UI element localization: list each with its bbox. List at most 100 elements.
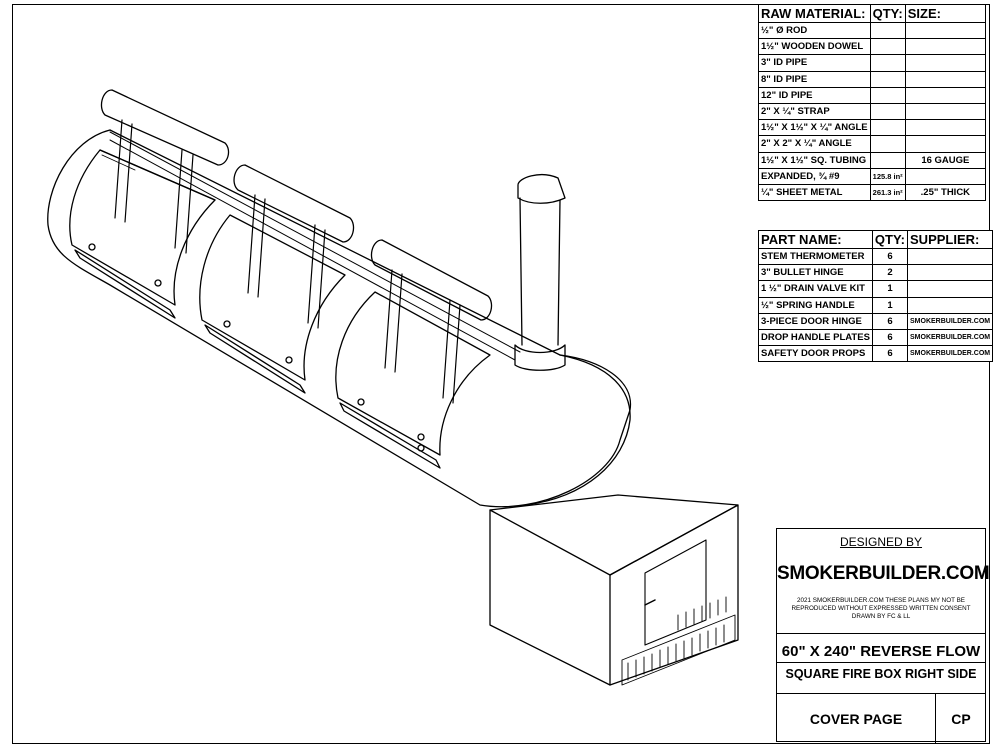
part-supplier: [907, 247, 994, 266]
part-qty: 6: [871, 328, 909, 347]
material-size: [904, 135, 987, 153]
part-qty: 2: [871, 264, 909, 282]
material-size: [904, 38, 987, 56]
material-qty: [869, 151, 906, 169]
table-row: 1½" WOODEN DOWEL: [758, 38, 987, 56]
part-qty-header: QTY:: [871, 230, 909, 249]
table-row: 12" ID PIPE: [758, 86, 987, 104]
divider: [777, 693, 985, 694]
part-supplier: SMOKERBUILDER.COM: [907, 328, 994, 347]
part-qty: 6: [871, 312, 909, 330]
material-name: 8" ID PIPE: [758, 70, 871, 88]
material-size: [904, 54, 987, 72]
material-qty: [869, 70, 906, 88]
material-name: 1½" X 1½" X ¼" ANGLE: [758, 119, 871, 137]
part-name: 1 ½" DRAIN VALVE KIT: [758, 280, 873, 298]
parts-header-row: PART NAME: QTY: SUPPLIER:: [758, 230, 994, 249]
part-qty: 1: [871, 296, 909, 314]
material-qty: [869, 21, 906, 40]
material-size: [904, 21, 987, 40]
material-qty: 261.3 in²: [869, 183, 906, 202]
drawn-by-note: DRAWN BY FC & LL: [851, 613, 911, 620]
size-header: SIZE:: [904, 4, 987, 23]
material-qty: [869, 135, 906, 153]
table-row: 2" X 2" X ¼" ANGLE: [758, 135, 987, 153]
material-name: 2" X 2" X ¼" ANGLE: [758, 135, 871, 153]
handle-1: [100, 89, 230, 254]
copyright-notice: 2021 SMOKERBUILDER.COM THESE PLANS MY NO…: [797, 597, 965, 604]
divider: [777, 633, 985, 634]
handle-3: [370, 239, 493, 404]
handle-2: [233, 164, 355, 329]
part-supplier: SMOKERBUILDER.COM: [907, 345, 994, 363]
part-supplier: [907, 264, 994, 282]
supplier-header: SUPPLIER:: [907, 230, 994, 249]
divider: [935, 693, 936, 743]
page-label: COVER PAGE: [809, 711, 903, 727]
table-row: 3" ID PIPE: [758, 54, 987, 72]
firebox: [489, 494, 739, 686]
parts-table: PART NAME: QTY: SUPPLIER: STEM THERMOMET…: [758, 230, 994, 363]
material-size: [904, 102, 987, 121]
material-size: .25" THICK: [904, 183, 987, 202]
material-name: ¼" SHEET METAL: [758, 183, 871, 202]
material-size: [904, 119, 987, 137]
material-size: [904, 86, 987, 104]
material-name: ½" Ø ROD: [758, 21, 871, 40]
part-name-header: PART NAME:: [758, 230, 873, 249]
table-row: 2" X ¼" STRAP: [758, 102, 987, 121]
raw-material-header-row: RAW MATERIAL: QTY: SIZE:: [758, 4, 987, 23]
material-size: [904, 167, 987, 185]
table-row: 1½" X 1½" SQ. TUBING 16 GAUGE: [758, 151, 987, 169]
part-supplier: [907, 280, 994, 298]
material-name: 1½" WOODEN DOWEL: [758, 38, 871, 56]
material-qty: [869, 86, 906, 104]
material-name: 1½" X 1½" SQ. TUBING: [758, 151, 871, 169]
part-name: 3" BULLET HINGE: [758, 264, 873, 282]
part-supplier: [907, 296, 994, 314]
drawing-subtitle: SQUARE FIRE BOX RIGHT SIDE: [785, 667, 977, 681]
drawing-sheet-border: [12, 4, 990, 744]
part-qty: 6: [871, 247, 909, 266]
part-qty: 1: [871, 280, 909, 298]
material-name: 2" X ¼" STRAP: [758, 102, 871, 121]
table-row: ½" Ø ROD: [758, 21, 987, 40]
table-row: 8" ID PIPE: [758, 70, 987, 88]
door-3: [335, 291, 491, 469]
qty-header: QTY:: [869, 4, 906, 23]
part-name: ½" SPRING HANDLE: [758, 296, 873, 314]
material-qty: 125.8 in²: [869, 167, 906, 185]
part-name: SAFETY DOOR PROPS: [758, 345, 873, 363]
raw-material-header: RAW MATERIAL:: [758, 4, 871, 23]
title-block: DESIGNED BY SMOKERBUILDER.COM 2021 SMOKE…: [776, 528, 990, 743]
cooking-chamber-tank: [47, 129, 632, 508]
copyright-notice: REPRODUCED WITHOUT EXPRESSED WRITTEN CON…: [791, 605, 971, 612]
material-name: 12" ID PIPE: [758, 86, 871, 104]
part-name: 3-PIECE DOOR HINGE: [758, 312, 873, 330]
door-2: [199, 214, 346, 394]
material-qty: [869, 38, 906, 56]
material-name: EXPANDED, ¾ #9: [758, 167, 871, 185]
part-name: STEM THERMOMETER: [758, 247, 873, 266]
raw-material-table: RAW MATERIAL: QTY: SIZE: ½" Ø ROD 1½" WO…: [758, 4, 987, 202]
smoke-stack: [514, 174, 566, 371]
company-name: SMOKERBUILDER.COM: [777, 563, 990, 584]
material-size: 16 GAUGE: [904, 151, 987, 169]
material-qty: [869, 119, 906, 137]
part-name: DROP HANDLE PLATES: [758, 328, 873, 347]
part-qty: 6: [871, 345, 909, 363]
divider: [777, 662, 985, 663]
drawing-title: 60" X 240" REVERSE FLOW: [781, 643, 981, 660]
material-name: 3" ID PIPE: [758, 54, 871, 72]
table-row: 1½" X 1½" X ¼" ANGLE: [758, 119, 987, 137]
part-supplier: SMOKERBUILDER.COM: [907, 312, 994, 330]
